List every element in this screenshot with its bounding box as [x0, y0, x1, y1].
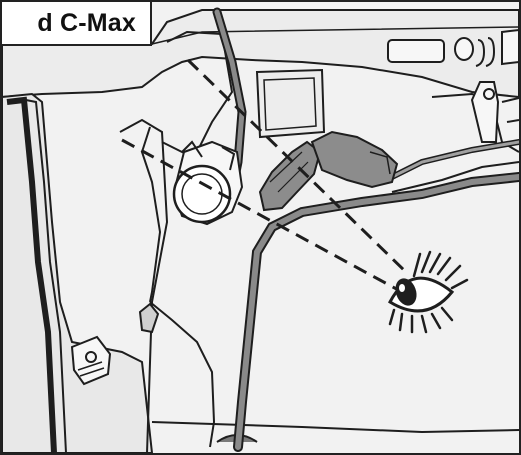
- caption-box: d C-Max: [0, 0, 152, 46]
- caption-title: d C-Max: [37, 9, 136, 38]
- trim-edge-block: [502, 30, 519, 64]
- trim-switch: [388, 40, 444, 62]
- trim-button-round: [455, 38, 473, 60]
